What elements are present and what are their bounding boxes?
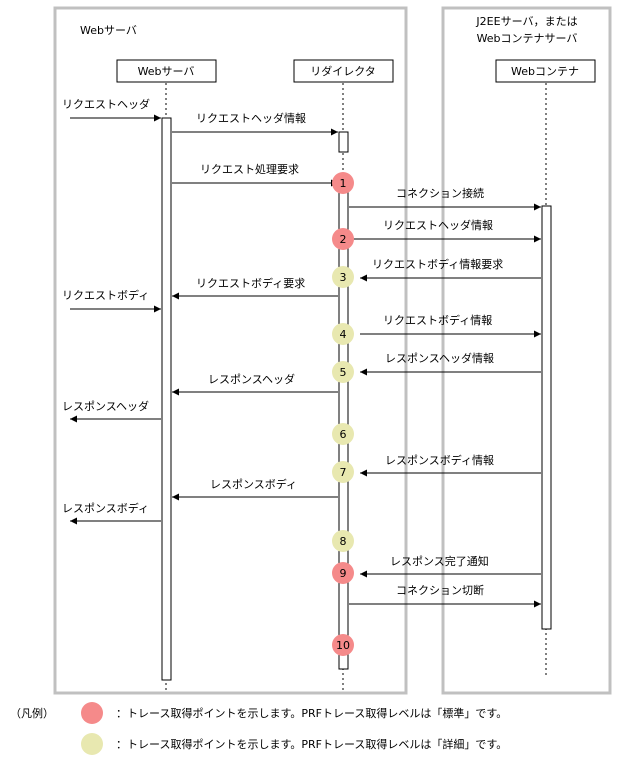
- trace-point-7: 7: [332, 461, 354, 483]
- msg-request-body-info: リクエストボディ情報: [383, 313, 492, 327]
- trace-point-8: 8: [332, 530, 354, 552]
- legend-detail-swatch: [81, 733, 103, 755]
- lifeline-head-web-container: [495, 59, 596, 83]
- j2ee-server-frame: [441, 6, 612, 695]
- trace-point-1: 1: [332, 172, 354, 194]
- legend-standard-swatch: [81, 702, 103, 724]
- msg-response-body-info: レスポンスボディ情報: [385, 453, 494, 467]
- svg-text:10: 10: [336, 639, 350, 652]
- lifeline-head-web-server: [116, 59, 217, 83]
- msg-request-body: リクエストボディ: [62, 288, 149, 302]
- j2ee-frame-title-line1: J2EEサーバ，または: [475, 15, 577, 28]
- activation-redirector-short: [338, 131, 349, 153]
- trace-point-4: 4: [332, 323, 354, 345]
- svg-text:7: 7: [340, 466, 347, 479]
- msg-request-header-info: リクエストヘッダ情報: [196, 111, 306, 125]
- svg-text:1: 1: [340, 177, 347, 190]
- msg-request-body-request: リクエストボディ要求: [196, 276, 305, 290]
- svg-text:5: 5: [340, 366, 347, 379]
- activation-web-server: [161, 117, 172, 681]
- msg-response-header-to-web: レスポンスヘッダ: [208, 372, 295, 386]
- web-server-frame: [53, 6, 408, 695]
- svg-text:8: 8: [340, 535, 347, 548]
- msg-request-body-info-request: リクエストボディ情報要求: [372, 257, 503, 271]
- trace-point-6: 6: [332, 423, 354, 445]
- trace-point-10: 10: [332, 634, 354, 656]
- svg-text:3: 3: [340, 271, 347, 284]
- msg-response-complete: レスポンス完了通知: [390, 554, 489, 568]
- lifeline-label-redirector: リダイレクタ: [310, 64, 376, 78]
- msg-response-body-to-web: レスポンスボディ: [210, 477, 297, 491]
- msg-request-header: リクエストヘッダ: [62, 97, 150, 111]
- svg-text:9: 9: [340, 567, 347, 580]
- trace-point-9: 9: [332, 562, 354, 584]
- lifeline-label-web-container: Webコンテナ: [511, 65, 579, 78]
- legend-detail-text: ：トレース取得ポイントを示します。PRFトレース取得レベルは「詳細」です。: [116, 737, 507, 751]
- trace-point-5: 5: [332, 361, 354, 383]
- svg-text:6: 6: [340, 428, 347, 441]
- web-server-frame-title: Webサーバ: [80, 24, 137, 37]
- lifeline-head-redirector: [293, 59, 394, 83]
- legend-title: （凡例）: [10, 706, 54, 720]
- svg-text:4: 4: [340, 328, 347, 341]
- trace-point-2: 2: [332, 228, 354, 250]
- msg-connection-disconnect: コネクション切断: [396, 583, 484, 597]
- trace-point-3: 3: [332, 266, 354, 288]
- msg-response-header-info: レスポンスヘッダ情報: [385, 351, 494, 365]
- msg-request-header-info-2: リクエストヘッダ情報: [383, 218, 493, 232]
- j2ee-frame-title-line2: Webコンテナサーバ: [477, 32, 578, 45]
- activation-web-container: [541, 205, 552, 630]
- legend-standard-text: ：トレース取得ポイントを示します。PRFトレース取得レベルは「標準」です。: [116, 706, 507, 720]
- msg-response-body-out: レスポンスボディ: [62, 501, 149, 515]
- msg-request-processing-request: リクエスト処理要求: [200, 163, 299, 176]
- svg-text:2: 2: [340, 233, 347, 246]
- msg-connection-connect: コネクション接続: [396, 186, 484, 200]
- msg-response-header-out: レスポンスヘッダ: [62, 399, 149, 413]
- lifeline-label-web-server: Webサーバ: [138, 65, 195, 78]
